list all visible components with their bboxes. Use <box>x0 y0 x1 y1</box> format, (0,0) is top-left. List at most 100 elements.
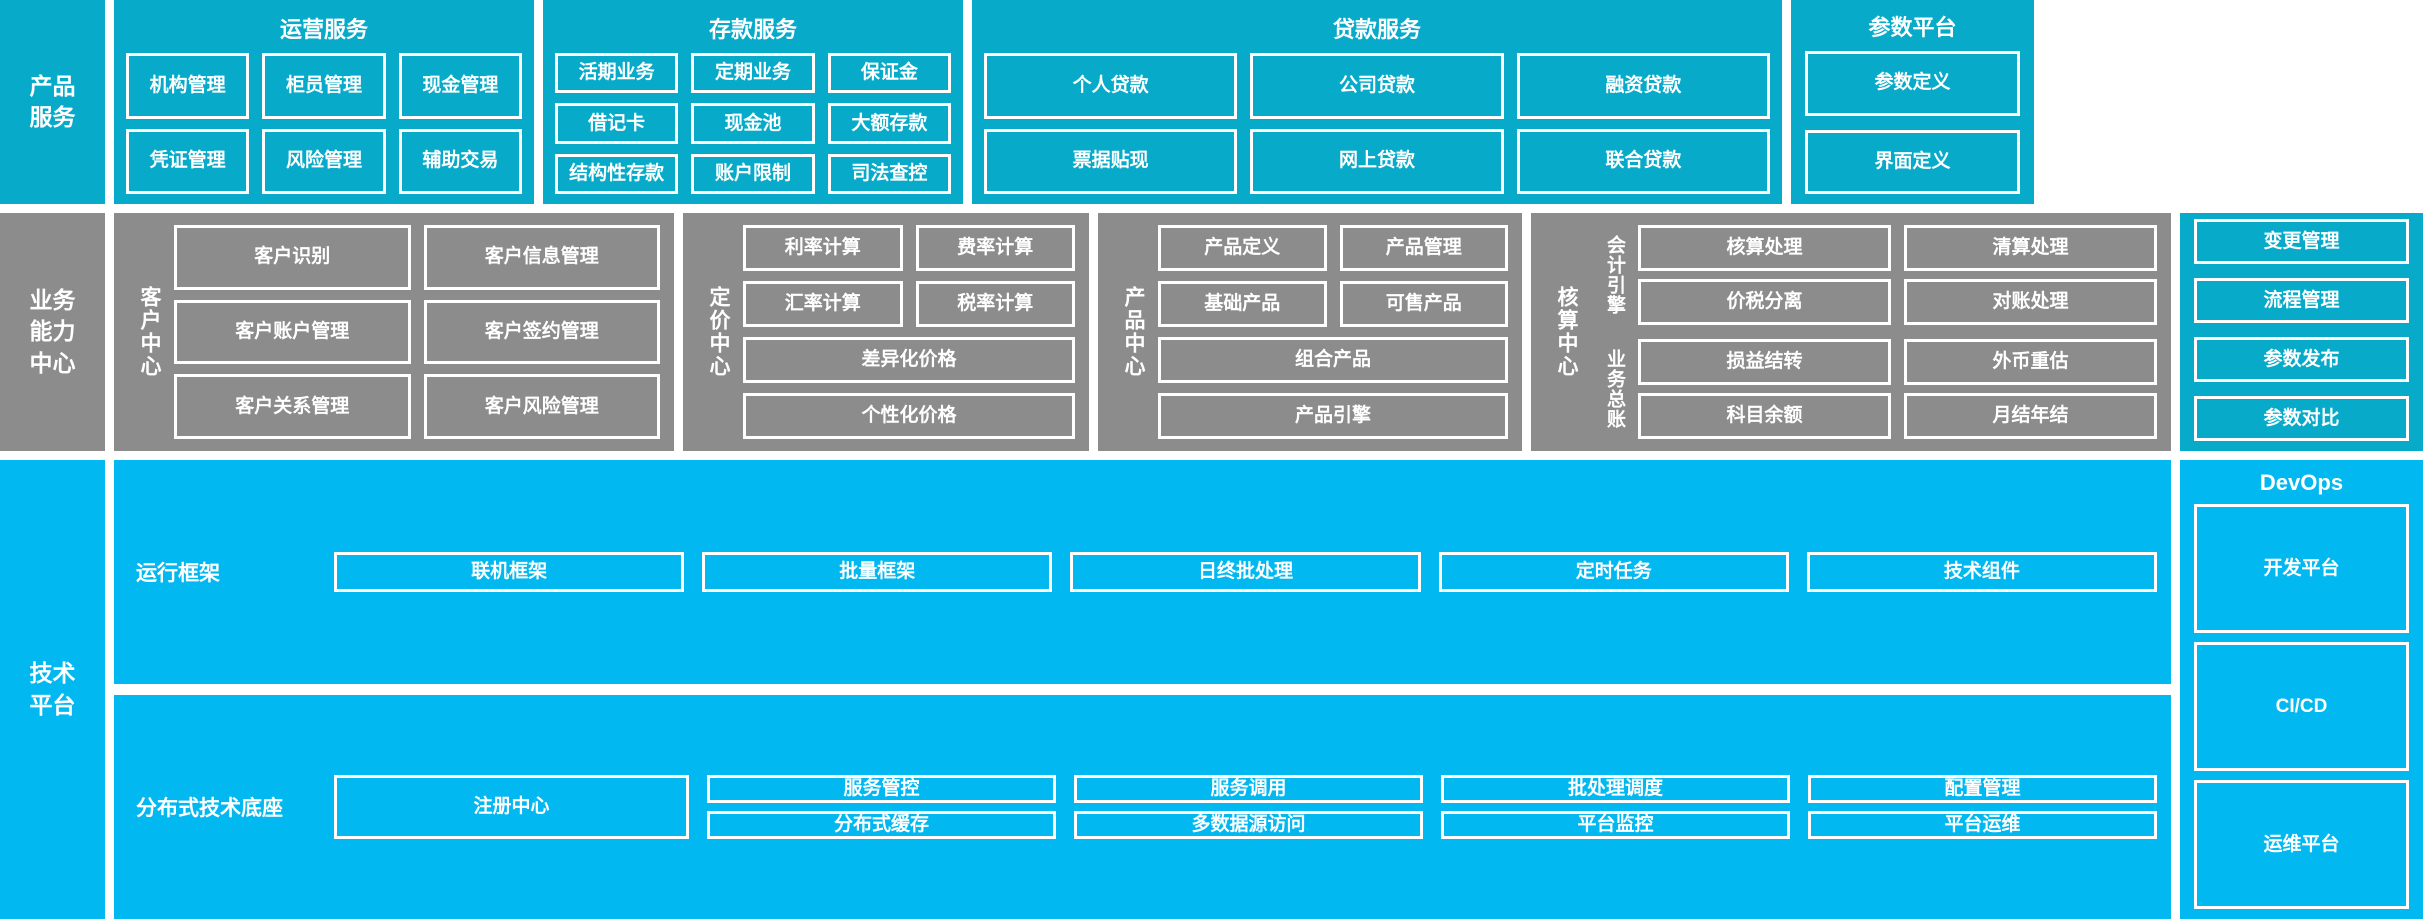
group-row: 个人贷款 公司贷款 融资贷款 <box>984 53 1770 119</box>
tech-box[interactable]: 批处理调度 <box>1441 775 1790 803</box>
service-box[interactable]: 个人贷款 <box>984 53 1238 119</box>
tech-column: 配置管理 平台运维 <box>1808 775 2157 839</box>
parameter-item[interactable]: 参数对比 <box>2194 396 2409 441</box>
capability-box[interactable]: 清算处理 <box>1904 225 2157 271</box>
service-box[interactable]: 定期业务 <box>691 53 815 94</box>
column-devops: DevOps 开发平台 CI/CD 运维平台 <box>2180 460 2423 919</box>
service-box[interactable]: 大额存款 <box>827 103 951 144</box>
capability-box[interactable]: 客户风险管理 <box>423 374 660 440</box>
capability-box[interactable]: 基础产品 <box>1158 281 1327 327</box>
service-box[interactable]: 活期业务 <box>555 53 679 94</box>
capability-box[interactable]: 差异化价格 <box>743 337 1075 383</box>
capability-box[interactable]: 价税分离 <box>1638 279 1891 325</box>
service-box[interactable]: 辅助交易 <box>398 128 522 194</box>
center-row: 客户账户管理 客户签约管理 <box>174 299 660 365</box>
service-box[interactable]: 账户限制 <box>691 153 815 194</box>
tech-box[interactable]: 平台运维 <box>1808 811 2157 839</box>
center-row: 产品引擎 <box>1158 393 1508 439</box>
service-box[interactable]: 司法查控 <box>827 153 951 194</box>
column-title-devops: DevOps <box>2259 470 2344 495</box>
parameter-item[interactable]: 界面定义 <box>1805 129 2020 194</box>
tech-box[interactable]: 平台监控 <box>1441 811 1790 839</box>
tech-box-registry[interactable]: 注册中心 <box>334 775 689 839</box>
center-product: 产品中心 产品定义 产品管理 基础产品 可售产品 组合产品 产品引擎 <box>1098 213 1522 451</box>
capability-box[interactable]: 核算处理 <box>1638 225 1891 271</box>
service-box[interactable]: 票据贴现 <box>984 128 1238 194</box>
capability-box[interactable]: 产品引擎 <box>1158 393 1508 439</box>
center-row: 差异化价格 <box>743 337 1075 383</box>
parameter-item[interactable]: 流程管理 <box>2194 278 2409 323</box>
service-box[interactable]: 风险管理 <box>262 128 386 194</box>
band-label-business-capability-text: 业务能力中心 <box>29 287 76 376</box>
center-label-product: 产品中心 <box>1122 286 1145 378</box>
group-row: 活期业务 定期业务 保证金 <box>555 53 951 94</box>
capability-box[interactable]: 汇率计算 <box>743 281 903 327</box>
capability-box[interactable]: 个性化价格 <box>743 393 1075 439</box>
group-row: 机构管理 柜员管理 现金管理 <box>126 53 522 119</box>
band-label-business-capability: 业务能力中心 <box>0 213 105 451</box>
capability-box[interactable]: 客户识别 <box>174 225 411 290</box>
tech-column: 服务管控 分布式缓存 <box>707 775 1056 839</box>
capability-box[interactable]: 损益结转 <box>1638 339 1891 385</box>
capability-box[interactable]: 可售产品 <box>1339 281 1508 327</box>
capability-box[interactable]: 税率计算 <box>915 281 1075 327</box>
group-title-operations: 运营服务 <box>279 17 368 42</box>
parameter-item[interactable]: 参数发布 <box>2194 337 2409 382</box>
tech-box[interactable]: 多数据源访问 <box>1074 811 1423 839</box>
center-row: 价税分离 对账处理 <box>1638 279 2157 325</box>
tech-box[interactable]: 定时任务 <box>1438 552 1789 592</box>
center-row: 汇率计算 税率计算 <box>743 281 1075 327</box>
service-box[interactable]: 结构性存款 <box>555 153 679 194</box>
band-technical-platform: 技术平台 运行框架 联机框架 批量框架 日终批处理 定时任务 技术组件 分布式技… <box>0 460 2423 919</box>
capability-box[interactable]: 客户账户管理 <box>174 299 411 365</box>
service-box[interactable]: 柜员管理 <box>262 53 386 119</box>
group-title-deposit: 存款服务 <box>708 17 797 42</box>
center-row: 核算处理 清算处理 <box>1638 225 2157 271</box>
band-business-capability: 业务能力中心 客户中心 客户识别 客户信息管理 客户账户管理 客户签约管理 客户… <box>0 213 2423 451</box>
service-box[interactable]: 联合贷款 <box>1516 128 1770 194</box>
devops-item[interactable]: CI/CD <box>2194 642 2409 771</box>
capability-box[interactable]: 科目余额 <box>1638 393 1891 439</box>
band-product-services: 产品服务 运营服务 机构管理 柜员管理 现金管理 凭证管理 风险管理 辅助交易 … <box>0 0 2423 204</box>
service-box[interactable]: 机构管理 <box>126 53 250 119</box>
tech-box[interactable]: 分布式缓存 <box>707 811 1056 839</box>
capability-box[interactable]: 客户关系管理 <box>174 374 411 440</box>
center-row: 基础产品 可售产品 <box>1158 281 1508 327</box>
band-label-product-services: 产品服务 <box>0 0 105 204</box>
center-row: 利率计算 费率计算 <box>743 225 1075 271</box>
capability-box[interactable]: 产品定义 <box>1158 225 1327 271</box>
tech-box[interactable]: 日终批处理 <box>1070 552 1421 592</box>
capability-box[interactable]: 对账处理 <box>1904 279 2157 325</box>
band-label-technical-platform: 技术平台 <box>0 460 105 919</box>
tech-box[interactable]: 批量框架 <box>702 552 1053 592</box>
capability-box[interactable]: 月结年结 <box>1904 393 2157 439</box>
capability-box[interactable]: 利率计算 <box>743 225 903 271</box>
tech-box[interactable]: 联机框架 <box>334 552 685 592</box>
service-box[interactable]: 凭证管理 <box>126 128 250 194</box>
service-box[interactable]: 现金管理 <box>398 53 522 119</box>
service-box[interactable]: 借记卡 <box>555 103 679 144</box>
capability-box[interactable]: 组合产品 <box>1158 337 1508 383</box>
column-parameter-platform-top: 参数平台 参数定义 界面定义 <box>1791 0 2034 204</box>
tech-box[interactable]: 技术组件 <box>1806 552 2158 592</box>
strip-label-distributed-foundation: 分布式技术底座 <box>136 797 283 820</box>
tech-box[interactable]: 服务调用 <box>1074 775 1423 803</box>
tech-box[interactable]: 服务管控 <box>707 775 1056 803</box>
tech-box[interactable]: 配置管理 <box>1808 775 2157 803</box>
capability-box[interactable]: 产品管理 <box>1339 225 1508 271</box>
parameter-item[interactable]: 参数定义 <box>1805 51 2020 116</box>
center-pricing: 定价中心 利率计算 费率计算 汇率计算 税率计算 差异化价格 个性化价格 <box>683 213 1089 451</box>
service-box[interactable]: 公司贷款 <box>1250 53 1504 119</box>
service-box[interactable]: 网上贷款 <box>1250 128 1504 194</box>
parameter-item[interactable]: 变更管理 <box>2194 219 2409 264</box>
capability-box[interactable]: 客户信息管理 <box>423 225 660 290</box>
group-title-loan: 贷款服务 <box>1332 17 1421 42</box>
service-box[interactable]: 融资贷款 <box>1516 53 1770 119</box>
service-box[interactable]: 现金池 <box>691 103 815 144</box>
devops-item[interactable]: 运维平台 <box>2194 780 2409 909</box>
capability-box[interactable]: 费率计算 <box>915 225 1075 271</box>
capability-box[interactable]: 客户签约管理 <box>423 299 660 365</box>
devops-item[interactable]: 开发平台 <box>2194 504 2409 633</box>
service-box[interactable]: 保证金 <box>827 53 951 94</box>
capability-box[interactable]: 外币重估 <box>1904 339 2157 385</box>
